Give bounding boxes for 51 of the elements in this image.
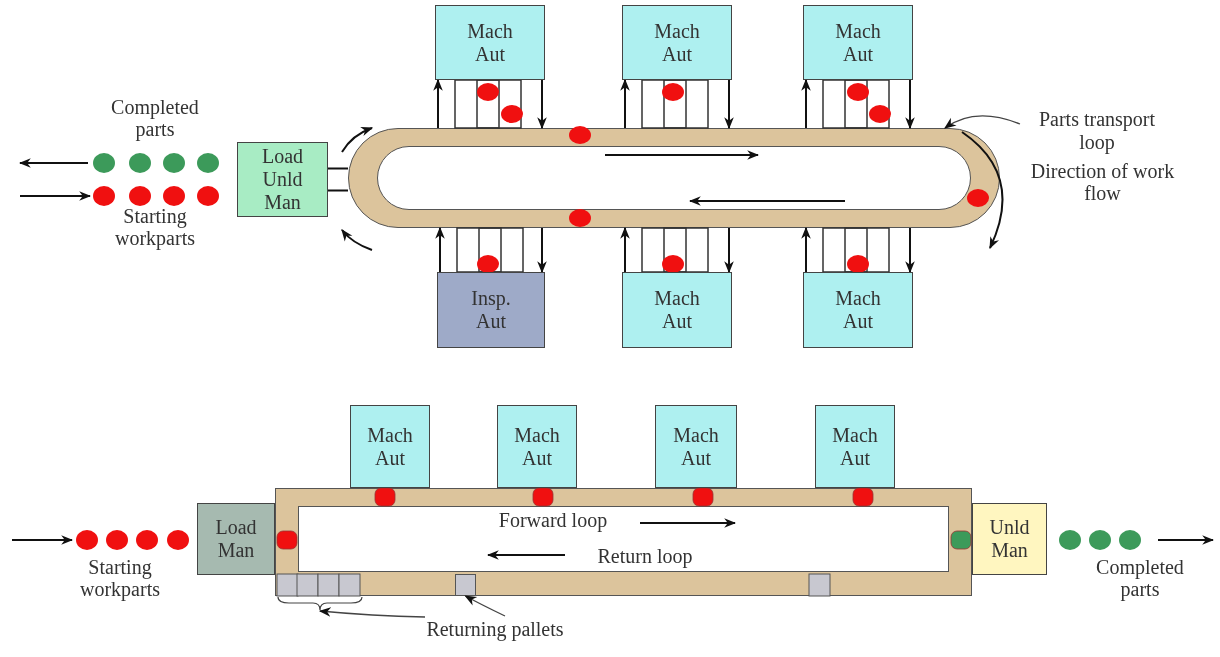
station-label: Mach Aut <box>673 423 719 470</box>
annotation-label: Completed parts <box>110 96 200 140</box>
station-box <box>237 142 328 217</box>
machine-box <box>435 5 545 80</box>
pallet <box>454 573 476 596</box>
arrow <box>801 78 811 129</box>
station-label: Load Man <box>215 516 257 562</box>
arrow <box>905 79 915 130</box>
machine-box <box>655 405 737 488</box>
machine-box <box>803 272 913 348</box>
arrow <box>537 79 547 130</box>
connector-line <box>327 167 349 192</box>
annotation-label: Direction of work flow <box>1030 160 1175 204</box>
arrow <box>801 226 811 273</box>
inspection-box <box>437 272 545 348</box>
leader-line <box>318 607 426 618</box>
station-label: Mach Aut <box>514 423 560 470</box>
machine-box <box>803 5 913 80</box>
annotation-label: Starting workparts <box>79 556 161 600</box>
machine-box <box>350 405 430 488</box>
station-box <box>197 503 275 575</box>
machine-box <box>497 405 577 488</box>
station-label: Unld Man <box>989 516 1030 562</box>
arrow <box>433 78 443 129</box>
arrow <box>724 79 734 130</box>
arrow <box>537 227 547 274</box>
station-label: Mach Aut <box>654 287 700 333</box>
leader-line <box>464 595 506 617</box>
arrow <box>620 226 630 273</box>
station-label: Insp. Aut <box>471 287 511 333</box>
annotation-text: Parts transport loop <box>1037 108 1157 154</box>
station-box <box>972 503 1047 575</box>
annotation-label: Starting workparts <box>114 205 196 249</box>
station-label: Mach Aut <box>367 423 413 470</box>
machine-box <box>622 5 732 80</box>
leader-line <box>944 115 1021 129</box>
annotation-label: Completed parts <box>1095 556 1185 600</box>
arrow <box>724 227 734 274</box>
machine-box <box>622 272 732 348</box>
station-label: Mach Aut <box>832 423 878 470</box>
station-label: Load Unld Man <box>261 145 304 214</box>
machine-box <box>815 405 895 488</box>
station-label: Mach Aut <box>654 19 700 66</box>
station-label: Mach Aut <box>467 19 513 66</box>
station-label: Mach Aut <box>835 19 881 66</box>
annotation-text: Returning pallets <box>425 618 565 641</box>
arrow <box>905 227 915 274</box>
arrow <box>435 226 445 273</box>
arrow <box>620 78 630 129</box>
transport-loop <box>348 128 1000 228</box>
station-label: Mach Aut <box>835 287 881 333</box>
